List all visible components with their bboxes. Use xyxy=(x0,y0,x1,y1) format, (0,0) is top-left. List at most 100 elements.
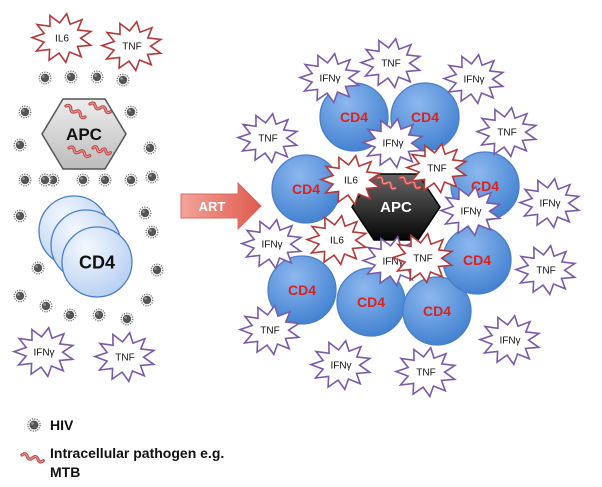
ifng-burst: IFNγ xyxy=(308,338,373,392)
art-label: ART xyxy=(199,199,226,214)
mtb-squiggle-icon xyxy=(64,103,87,120)
hiv-particle-icon xyxy=(64,70,78,84)
cd4-cell-activated-label: CD4 xyxy=(288,282,316,298)
cd4-cell-activated-label: CD4 xyxy=(292,181,320,197)
cd4-cell-activated-label: CD4 xyxy=(340,109,368,125)
il6-burst: IL6 xyxy=(304,213,369,267)
cd4-cell-activated-label: CD4 xyxy=(471,178,499,194)
cd4-cell-activated: CD4 xyxy=(402,276,472,346)
tnf-burst: TNF xyxy=(474,105,539,159)
ifng-burst: IFNγ xyxy=(477,313,542,367)
tnf-burst-label: TNF xyxy=(258,134,277,145)
hiv-particle-icon xyxy=(116,73,130,87)
hiv-particle-icon xyxy=(18,105,32,119)
hiv-particle-icon xyxy=(13,209,27,223)
art-arrow: ART xyxy=(180,181,262,231)
ifng-burst-label: IFNγ xyxy=(463,75,484,86)
ifng-burst: IFNγ xyxy=(438,184,503,238)
hiv-particle-icon xyxy=(90,70,104,84)
ifng-burst: IFNγ xyxy=(239,217,304,271)
ifng-burst-label: IFNγ xyxy=(33,348,54,359)
tnf-burst-label: TNF xyxy=(536,266,555,277)
tnf-burst-label: TNF xyxy=(413,254,432,265)
cd4-cell-activated: CD4 xyxy=(336,267,406,337)
ifng-burst-label: IFNγ xyxy=(499,336,520,347)
hiv-particle-icon xyxy=(145,170,159,184)
tnf-burst-label: TNF xyxy=(260,326,279,337)
hiv-particle-icon xyxy=(145,225,159,239)
hiv-particle-icon xyxy=(124,105,138,119)
hiv-particle-icon xyxy=(31,261,45,275)
il6-burst-label: IL6 xyxy=(330,236,344,247)
hiv-particle-icon xyxy=(38,71,52,85)
tnf-burst: TNF xyxy=(237,303,302,357)
ifng-burst: IFNγ xyxy=(297,51,362,105)
ifng-burst-label: IFNγ xyxy=(382,257,403,268)
hiv-particle-icon xyxy=(27,418,41,432)
ifng-burst: IFNγ xyxy=(441,52,506,106)
mtb-squiggle-icon xyxy=(91,145,112,156)
hiv-particle-icon xyxy=(120,312,134,326)
ifng-burst: IFNγ xyxy=(517,176,582,230)
hiv-particle-icon xyxy=(124,173,138,187)
mtb-squiggle-icon xyxy=(398,175,422,190)
hiv-particle-icon xyxy=(38,173,52,187)
tnf-burst: TNF xyxy=(358,36,423,90)
il6-burst: IL6 xyxy=(29,11,94,65)
cd4-cell-activated-label: CD4 xyxy=(357,294,385,310)
mtb-squiggle-icon xyxy=(376,175,397,191)
cd4-cell-front-label: CD4 xyxy=(79,252,115,272)
cd4-cell-activated-label: CD4 xyxy=(463,252,491,268)
legend-icons xyxy=(20,418,45,464)
ifng-burst-label: IFNγ xyxy=(330,361,351,372)
ifng-burst-label: IFNγ xyxy=(319,74,340,85)
hiv-particle-icon xyxy=(98,173,112,187)
ifng-burst-label: IFNγ xyxy=(539,199,560,210)
tnf-burst: TNF xyxy=(235,111,300,165)
tnf-burst-label: TNF xyxy=(427,164,446,175)
tnf-burst-label: TNF xyxy=(381,59,400,70)
apc-label: APC xyxy=(66,125,102,144)
tnf-burst: TNF xyxy=(393,345,458,399)
ifng-burst-label: IFNγ xyxy=(460,207,481,218)
left-apc-cell: APC xyxy=(41,98,127,170)
hiv-particle-icon xyxy=(13,289,27,303)
cd4-cell-front: CD4 xyxy=(61,226,133,298)
tnf-burst: TNF xyxy=(513,243,578,297)
hiv-particle-icon xyxy=(150,263,164,277)
il6-burst-label: IL6 xyxy=(344,176,358,187)
hiv-particle-icon xyxy=(140,293,154,307)
tnf-burst-label: TNF xyxy=(115,353,134,364)
ifng-burst: IFNγ xyxy=(360,116,425,170)
ifng-burst-label: IFNγ xyxy=(261,240,282,251)
hiv-particles xyxy=(13,70,164,326)
tnf-burst-label: TNF xyxy=(497,128,516,139)
hiv-particle-icon xyxy=(46,173,60,187)
il6-burst-label: IL6 xyxy=(55,34,69,45)
tnf-burst-label: TNF xyxy=(416,368,435,379)
ifng-burst-label: IFNγ xyxy=(382,139,403,150)
right-arrow-icon xyxy=(180,181,262,231)
hiv-particle-icon xyxy=(63,308,77,322)
tnf-burst-label: TNF xyxy=(122,42,141,53)
hiv-particle-icon xyxy=(18,173,32,187)
tnf-burst: TNF xyxy=(390,231,455,285)
hiv-particle-icon xyxy=(143,141,157,155)
hiv-particle-icon xyxy=(13,138,27,152)
tnf-burst: TNF xyxy=(99,19,164,73)
hiv-particle-icon xyxy=(76,173,90,187)
cd4-cell-activated: CD4 xyxy=(267,255,337,325)
hiv-particle-icon xyxy=(92,308,106,322)
hiv-particle-icon xyxy=(39,299,53,313)
cd4-cell-activated: CD4 xyxy=(442,225,512,295)
ifng-burst: IFNγ xyxy=(11,325,76,379)
tnf-burst: TNF xyxy=(404,141,469,195)
cd4-cell-activated-label: CD4 xyxy=(411,109,439,125)
cd4-cell-activated: CD4 xyxy=(271,154,341,224)
mtb-squiggle-icon xyxy=(67,145,92,159)
hiv-particle-icon xyxy=(138,206,152,220)
